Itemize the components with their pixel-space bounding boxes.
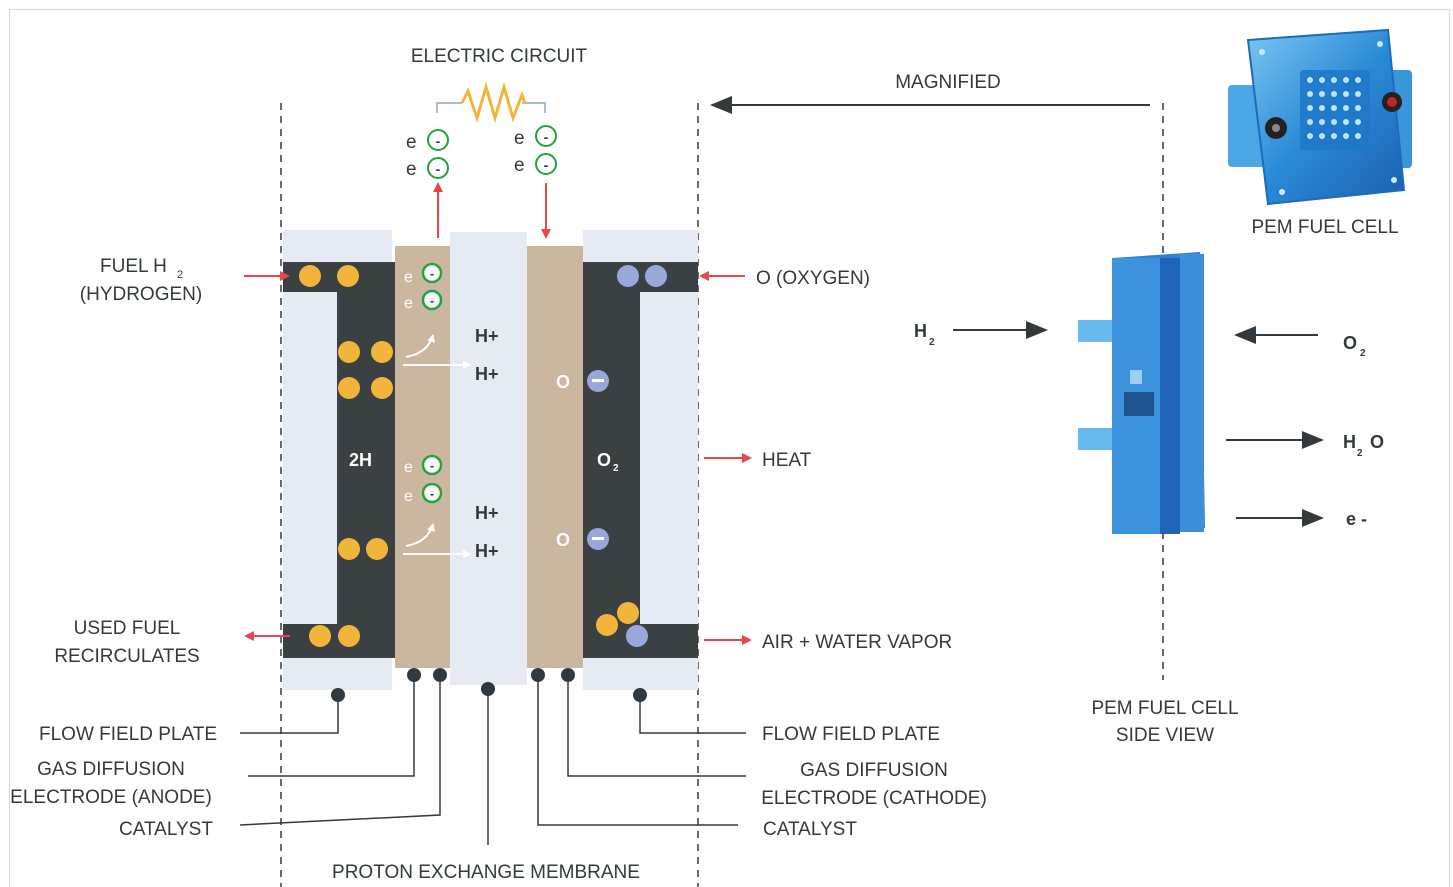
svg-text:O: O [556,530,570,550]
side-view-caption: PEM FUEL CELL SIDE VIEW [1091,698,1238,746]
side-view-electron-label: e - [1346,509,1367,529]
svg-text:H+: H+ [475,541,499,561]
hydrogen-2h-label: 2H [349,450,372,470]
oxygen-o2-label: O 2 [597,450,619,474]
svg-text:2: 2 [1357,448,1363,459]
svg-text:H+: H+ [475,503,499,523]
fuel-cell-side-photo [1078,252,1205,534]
resistor-icon [460,81,527,124]
svg-text:PEM FUEL CELL: PEM FUEL CELL [1091,698,1238,719]
svg-text:-: - [436,161,441,177]
svg-text:GAS DIFFUSION: GAS DIFFUSION [800,760,948,781]
svg-text:-: - [544,129,549,145]
oxygen-label: O (OXYGEN) [756,268,870,289]
svg-text:RECIRCULATES: RECIRCULATES [54,646,199,667]
anode-flow-field-plate [283,230,395,690]
side-view-o2-label: O 2 [1343,333,1366,359]
svg-text:O: O [556,372,570,392]
fuel-cell-photo [1228,28,1412,206]
right-gas-diffusion-label: GAS DIFFUSION ELECTRODE (CATHODE) [761,760,987,809]
flow-arrows [244,182,752,645]
svg-text:e: e [406,132,417,153]
side-view-h2-label: H 2 [914,321,935,348]
fuel-h2-label: FUEL H 2 (HYDROGEN) [80,256,202,305]
side-view-arrows [953,321,1324,527]
svg-text:H+: H+ [475,326,499,346]
svg-text:2: 2 [1360,348,1366,359]
svg-text:-: - [430,266,434,281]
svg-text:-: - [436,133,441,149]
side-view-h2o-label: H 2 O [1343,432,1384,459]
left-flow-field-plate-label: FLOW FIELD PLATE [39,724,217,745]
svg-text:e: e [404,459,413,476]
svg-text:-: - [430,458,434,473]
svg-text:FUEL H: FUEL H [100,256,167,277]
svg-text:ELECTRODE (CATHODE): ELECTRODE (CATHODE) [761,788,987,809]
cathode-electrode [527,246,583,668]
reaction-arrows [403,334,471,558]
circuit-wire [436,102,546,113]
circuit-electron-icons: e - e - e - e - [406,125,557,180]
svg-text:H: H [914,321,927,341]
svg-text:USED FUEL: USED FUEL [74,618,181,639]
svg-text:-: - [544,157,549,173]
right-catalyst-label: CATALYST [763,819,857,840]
svg-text:-: - [430,486,434,501]
electric-circuit-label: ELECTRIC CIRCUIT [411,46,588,67]
magnified-label: MAGNIFIED [895,72,1001,93]
oxide-ion-icon: O O [556,370,609,550]
svg-text:2: 2 [929,337,935,348]
heat-label: HEAT [762,450,812,471]
leader-dots [331,668,647,702]
proton-exchange-membrane [450,232,527,685]
oxygen-atom-icon [617,265,667,647]
pem-fuel-cell-label: PEM FUEL CELL [1251,217,1398,238]
page-border [9,9,1450,887]
svg-text:O: O [1370,432,1384,452]
used-fuel-label: USED FUEL RECIRCULATES [54,618,199,667]
svg-text:SIDE VIEW: SIDE VIEW [1116,725,1214,746]
air-water-vapor-label: AIR + WATER VAPOR [762,632,952,653]
left-gas-diffusion-label: GAS DIFFUSION ELECTRODE (ANODE) [10,759,212,808]
svg-text:ELECTRODE (ANODE): ELECTRODE (ANODE) [10,787,212,808]
svg-text:e: e [404,269,413,286]
svg-text:e: e [514,155,525,176]
hydrogen-atom-icon [299,265,639,647]
svg-text:H+: H+ [475,364,499,384]
anode-electron-icons: e - e - e - e - [404,262,443,505]
anode-electrode [395,246,450,668]
cathode-flow-field-plate [583,230,698,690]
proton-labels: H+ H+ H+ H+ [475,326,499,561]
right-flow-field-plate-label: FLOW FIELD PLATE [762,724,940,745]
svg-text:O: O [1343,333,1357,353]
svg-text:2: 2 [177,269,183,281]
svg-text:e: e [404,488,413,505]
leader-lines [239,673,746,845]
svg-text:H: H [1343,432,1356,452]
svg-text:O: O [597,450,611,470]
left-catalyst-label: CATALYST [119,819,213,840]
svg-text:e: e [514,128,525,149]
svg-text:2: 2 [613,463,619,474]
proton-exchange-membrane-label: PROTON EXCHANGE MEMBRANE [332,862,640,883]
svg-text:GAS DIFFUSION: GAS DIFFUSION [37,759,185,780]
svg-text:e: e [406,159,417,180]
svg-text:e: e [404,295,413,312]
svg-text:(HYDROGEN): (HYDROGEN) [80,284,202,305]
svg-text:-: - [430,293,434,308]
